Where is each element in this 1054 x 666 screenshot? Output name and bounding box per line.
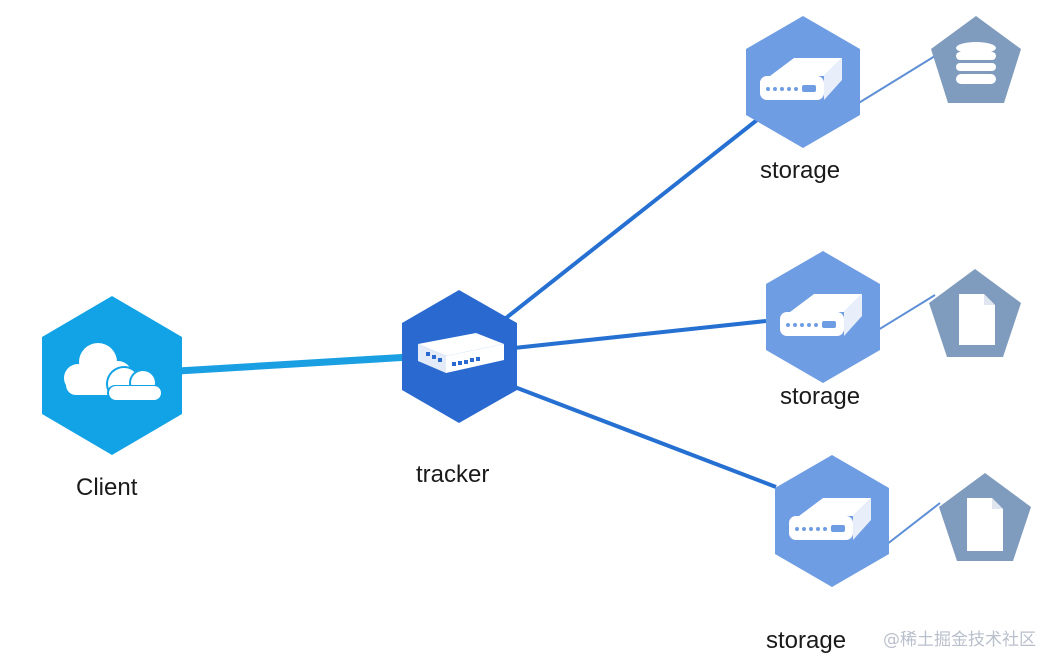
- file-fold: [992, 498, 1003, 509]
- client-node[interactable]: [42, 296, 182, 455]
- edge-storage-2-file: [877, 294, 936, 331]
- edge-storage-1-database: [856, 55, 936, 105]
- storage-label-2: storage: [780, 383, 861, 410]
- storage-label-3: storage: [766, 627, 847, 654]
- file-node-1[interactable]: [929, 269, 1021, 357]
- storage-drive-icon: [760, 58, 842, 100]
- network-switch-icon: [418, 333, 504, 373]
- watermark: @稀土掘金技术社区: [883, 630, 1036, 650]
- edge-tracker-storage-3: [511, 384, 777, 489]
- edge-storage-3-file: [885, 502, 941, 546]
- storage-drive-icon: [789, 498, 871, 540]
- storage-node-3[interactable]: [775, 455, 889, 587]
- client-label: Client: [76, 474, 138, 501]
- storage-label-1: storage: [760, 157, 841, 184]
- edge-client-tracker: [174, 353, 414, 375]
- tracker-node[interactable]: [402, 290, 517, 423]
- edges: [174, 55, 941, 546]
- database-node[interactable]: [931, 16, 1021, 103]
- storage-node-1[interactable]: [746, 16, 860, 148]
- file-icon: [959, 294, 995, 345]
- file-node-2[interactable]: [939, 473, 1031, 561]
- storage-node-2[interactable]: [766, 251, 880, 383]
- database-icon: [956, 42, 996, 84]
- file-fold: [984, 294, 995, 305]
- storage-drive-icon: [780, 294, 862, 336]
- cloud-icon: [64, 343, 162, 402]
- tracker-label: tracker: [416, 461, 490, 488]
- edge-tracker-storage-1: [504, 118, 759, 320]
- edge-tracker-storage-2: [513, 319, 767, 350]
- file-icon: [967, 498, 1003, 551]
